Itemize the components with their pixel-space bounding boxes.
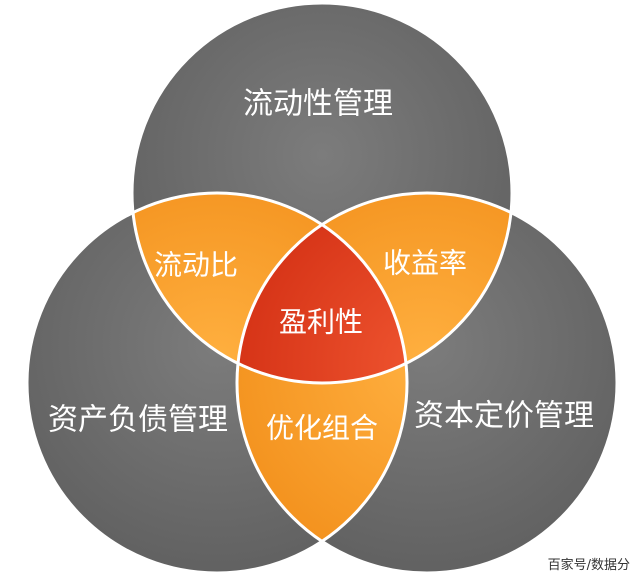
outline-top — [130, 1, 514, 385]
overlap-center — [237, 193, 407, 383]
label-center: 盈利性 — [279, 306, 363, 339]
watermark: 百家号/数据分 — [543, 553, 634, 574]
label-overlap-left-right: 优化组合 — [266, 412, 378, 445]
outline-left — [25, 191, 409, 575]
label-left-circle: 资产负债管理 — [48, 403, 228, 438]
label-overlap-top-left: 流动比 — [154, 249, 238, 282]
label-top-circle: 流动性管理 — [243, 87, 393, 122]
label-right-circle: 资本定价管理 — [414, 399, 594, 434]
label-overlap-top-right: 收益率 — [383, 247, 467, 280]
outline-right — [235, 191, 619, 575]
